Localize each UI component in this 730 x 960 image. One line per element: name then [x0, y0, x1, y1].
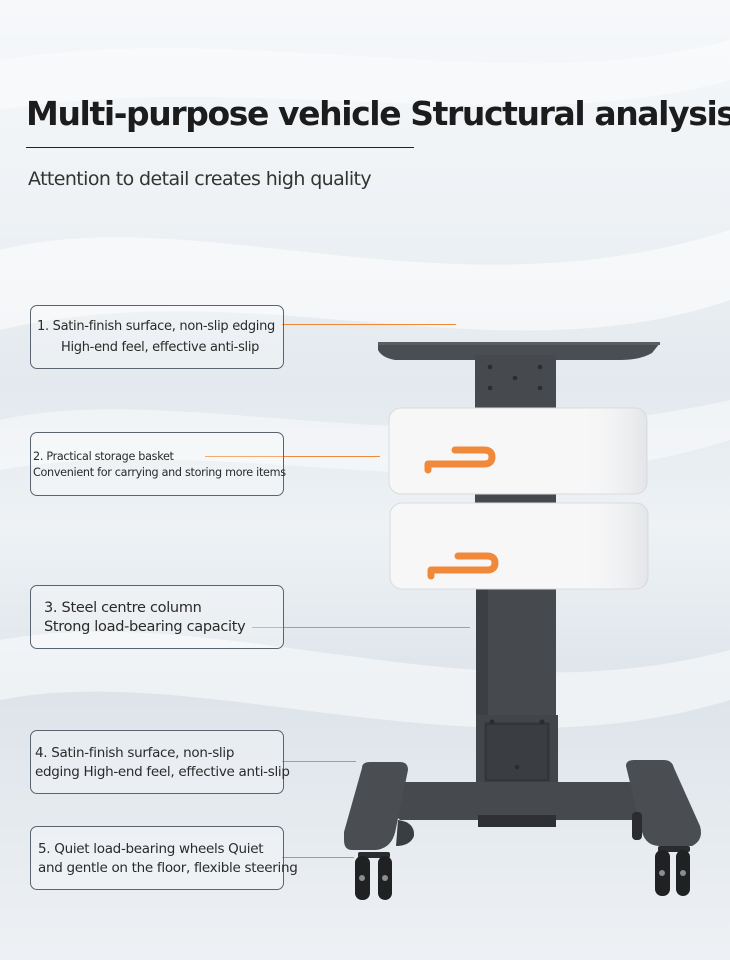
page-subtitle: Attention to detail creates high quality [28, 168, 372, 190]
leader-line-2 [205, 456, 380, 457]
title-underline [26, 147, 414, 148]
leader-line-1 [282, 324, 456, 325]
callout-1-line2: High-end feel, effective anti-slip [61, 340, 260, 355]
callout-3-line2: Strong load-bearing capacity [44, 618, 246, 635]
cart-base-leg-left [344, 762, 408, 850]
callout-3-line1: 3. Steel centre column [44, 599, 202, 616]
callout-tray-surface: 1. Satin-finish surface, non-slip edging… [30, 305, 284, 369]
callout-base-surface: 4. Satin-finish surface, non-slip edging… [30, 730, 290, 794]
callout-wheels: 5. Quiet load-bearing wheels Quiet and g… [30, 826, 298, 890]
cart-base-frame [390, 782, 648, 820]
cart-centre-column [476, 585, 556, 725]
callout-centre-column: 3. Steel centre column Strong load-beari… [30, 585, 284, 649]
callout-5-line2: and gentle on the floor, flexible steeri… [38, 859, 298, 876]
page-title: Multi-purpose vehicle Structural analysi… [26, 94, 730, 133]
leader-line-4 [282, 761, 356, 762]
drawer-handle-upper [424, 446, 496, 474]
callout-2-line2: Convenient for carrying and storing more… [33, 465, 286, 479]
callout-4-line1: 4. Satin-finish surface, non-slip [35, 744, 235, 761]
leader-line-3 [252, 627, 470, 628]
cart-top-tray [378, 343, 660, 360]
cart-base-leg-right [626, 760, 701, 846]
callout-4-line2: edging High-end feel, effective anti-sli… [35, 763, 290, 780]
caster-wheel-left [355, 852, 392, 900]
caster-wheel-right [655, 846, 690, 896]
callout-5-line1: 5. Quiet load-bearing wheels Quiet [38, 840, 264, 857]
callout-1-line1: 1. Satin-finish surface, non-slip edging [37, 319, 275, 334]
callout-2-line1: 2. Practical storage basket [33, 449, 174, 463]
leader-line-5 [282, 857, 354, 858]
cart-neck [475, 355, 556, 413]
callout-storage-basket: 2. Practical storage basket Convenient f… [30, 432, 286, 496]
drawer-handle-lower [427, 552, 499, 580]
